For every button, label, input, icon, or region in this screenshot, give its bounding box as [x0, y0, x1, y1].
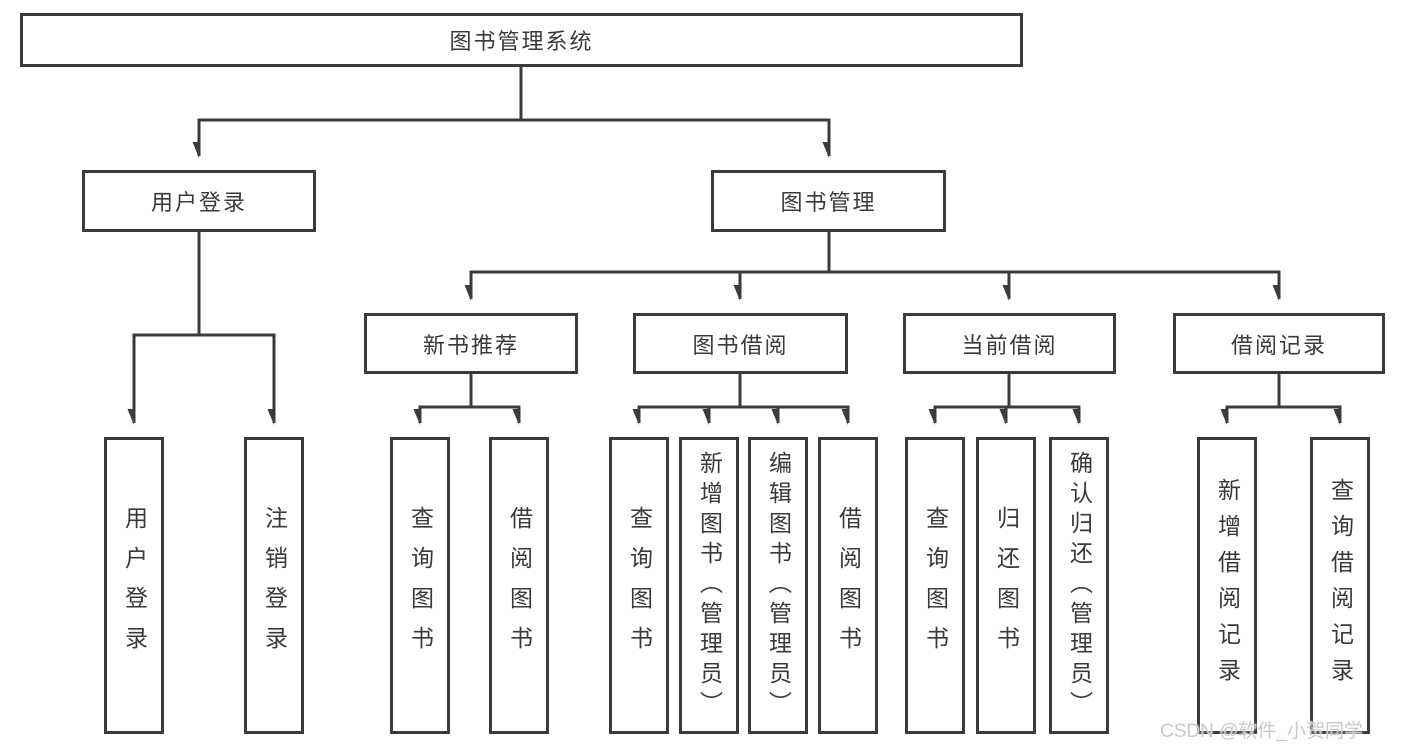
leaf-query-books-borrowing: 查询图书 [609, 437, 669, 734]
leaf-edit-book-admin: 编辑图书（管理员） [748, 437, 808, 734]
leaf-query-borrow-record: 查询借阅记录 [1310, 437, 1370, 734]
node-user-login: 用户登录 [82, 170, 316, 232]
node-library-management-system: 图书管理系统 [20, 13, 1023, 67]
leaf-add-book-admin: 新增图书（管理员） [679, 437, 739, 734]
node-book-management: 图书管理 [711, 170, 946, 232]
leaf-query-books-current: 查询图书 [905, 437, 965, 734]
leaf-return-books: 归还图书 [976, 437, 1036, 734]
leaf-user-login: 用户登录 [104, 437, 164, 734]
leaf-add-borrow-record: 新增借阅记录 [1197, 437, 1257, 734]
node-new-book-recommendation: 新书推荐 [364, 313, 578, 374]
watermark: CSDN @软件_小贺同学 [1160, 721, 1363, 742]
leaf-borrow-books-recommend: 借阅图书 [489, 437, 549, 734]
leaf-confirm-return-admin: 确认归还（管理员） [1049, 437, 1109, 734]
node-current-borrowing: 当前借阅 [903, 313, 1116, 374]
leaf-logout: 注销登录 [244, 437, 304, 734]
node-borrowing-records: 借阅记录 [1173, 313, 1385, 374]
node-book-borrowing: 图书借阅 [633, 313, 848, 374]
leaf-query-books-recommend: 查询图书 [390, 437, 450, 734]
leaf-borrow-books-borrowing: 借阅图书 [818, 437, 878, 734]
